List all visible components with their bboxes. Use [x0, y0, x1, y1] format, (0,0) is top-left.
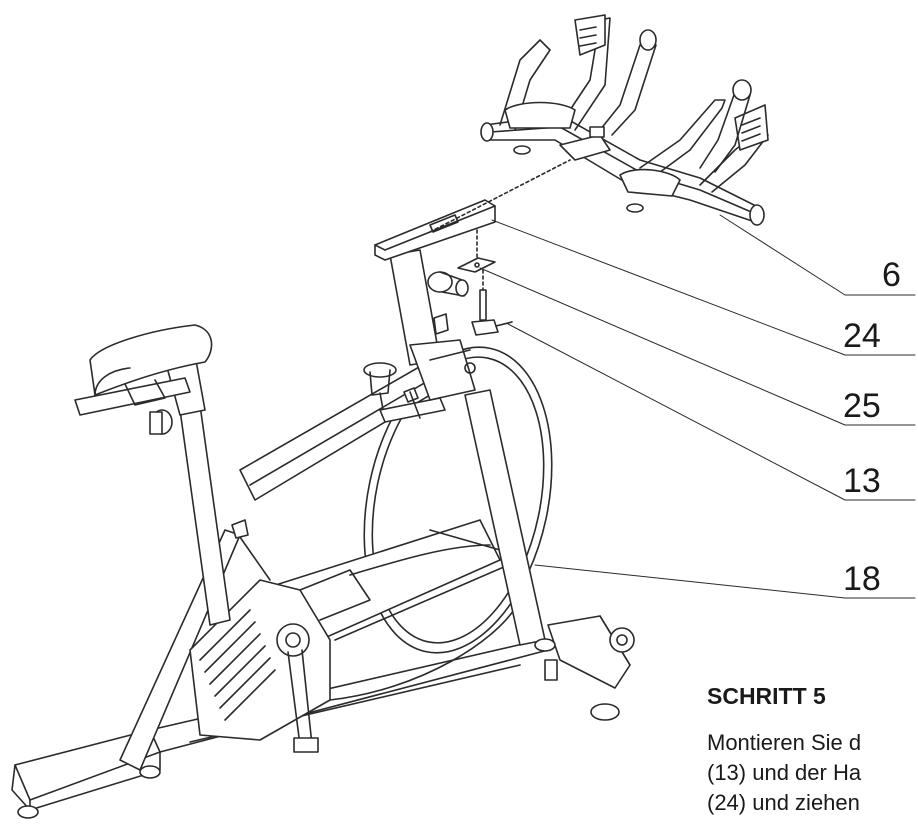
- part-label-6: 6: [882, 256, 901, 294]
- leader-lines: [479, 214, 916, 599]
- part-label-24: 24: [843, 317, 881, 355]
- step-title: SCHRITT 5: [707, 683, 826, 709]
- seat-post: [149, 354, 249, 626]
- handlebar: [480, 14, 769, 226]
- instruction-line: (13) und der Ha: [707, 760, 862, 785]
- part-label-13: 13: [843, 462, 881, 500]
- tension-bracket: [379, 391, 446, 423]
- alignment-lines: [429, 159, 571, 291]
- rear-stabilizer: [544, 615, 635, 721]
- main-frame: [239, 354, 521, 701]
- handlebar-mount: [374, 199, 496, 261]
- front-stabilizer: [11, 729, 161, 819]
- part-label-18: 18: [843, 560, 881, 598]
- plate: [457, 257, 496, 273]
- saddle: [74, 324, 213, 416]
- instruction-line: (24) und ziehen: [707, 790, 860, 815]
- step-instructions: Montieren Sie d (13) und der Ha (24) und…: [707, 728, 918, 818]
- handlebar-knob: [427, 271, 469, 335]
- instruction-line: Montieren Sie d: [707, 730, 862, 755]
- crank: [276, 623, 319, 753]
- handlebar-post: [389, 249, 556, 652]
- bolt: [471, 289, 513, 336]
- part-label-25: 25: [843, 387, 881, 425]
